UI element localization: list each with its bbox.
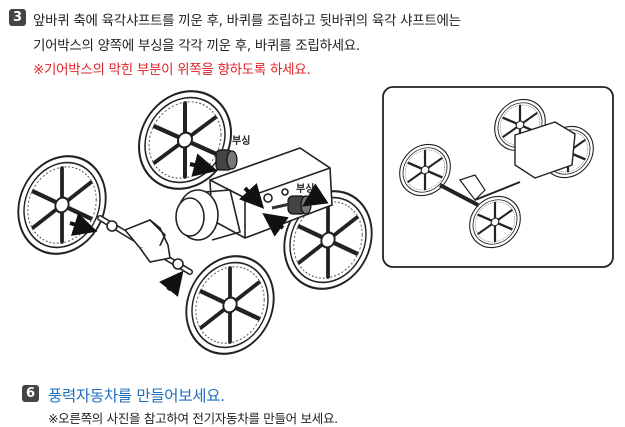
step-3-warning: ※기어박스의 막힌 부분이 위쪽을 향하도록 하세요.: [33, 62, 311, 78]
bushing-top: [215, 149, 238, 171]
bushing-label-right: 부싱: [296, 182, 314, 195]
step-3-instruction-line-2: 기어박스의 양쪽에 부싱을 각각 끼운 후, 바퀴를 조립하세요.: [33, 38, 360, 54]
front-axle-assembly: [97, 215, 193, 275]
step-3-instruction-line-1: 앞바퀴 축에 육각샤프트를 끼운 후, 바퀴를 조립하고 뒷바퀴의 육각 샤프트…: [33, 13, 461, 29]
step-6-title: 풍력자동차를 만들어보세요.: [48, 387, 225, 405]
step-6-badge: 6: [22, 385, 39, 402]
step-6-note: ※오른쪽의 사진을 참고하여 전기자동차를 만들어 보세요.: [48, 411, 338, 426]
front-wheel-left: [18, 150, 105, 260]
reference-photo: [382, 86, 614, 268]
bushing-label-top: 부싱: [232, 134, 250, 147]
step-3-badge: 3: [9, 9, 26, 26]
front-wheel-right: [186, 250, 273, 360]
bushing-right: [271, 195, 312, 215]
